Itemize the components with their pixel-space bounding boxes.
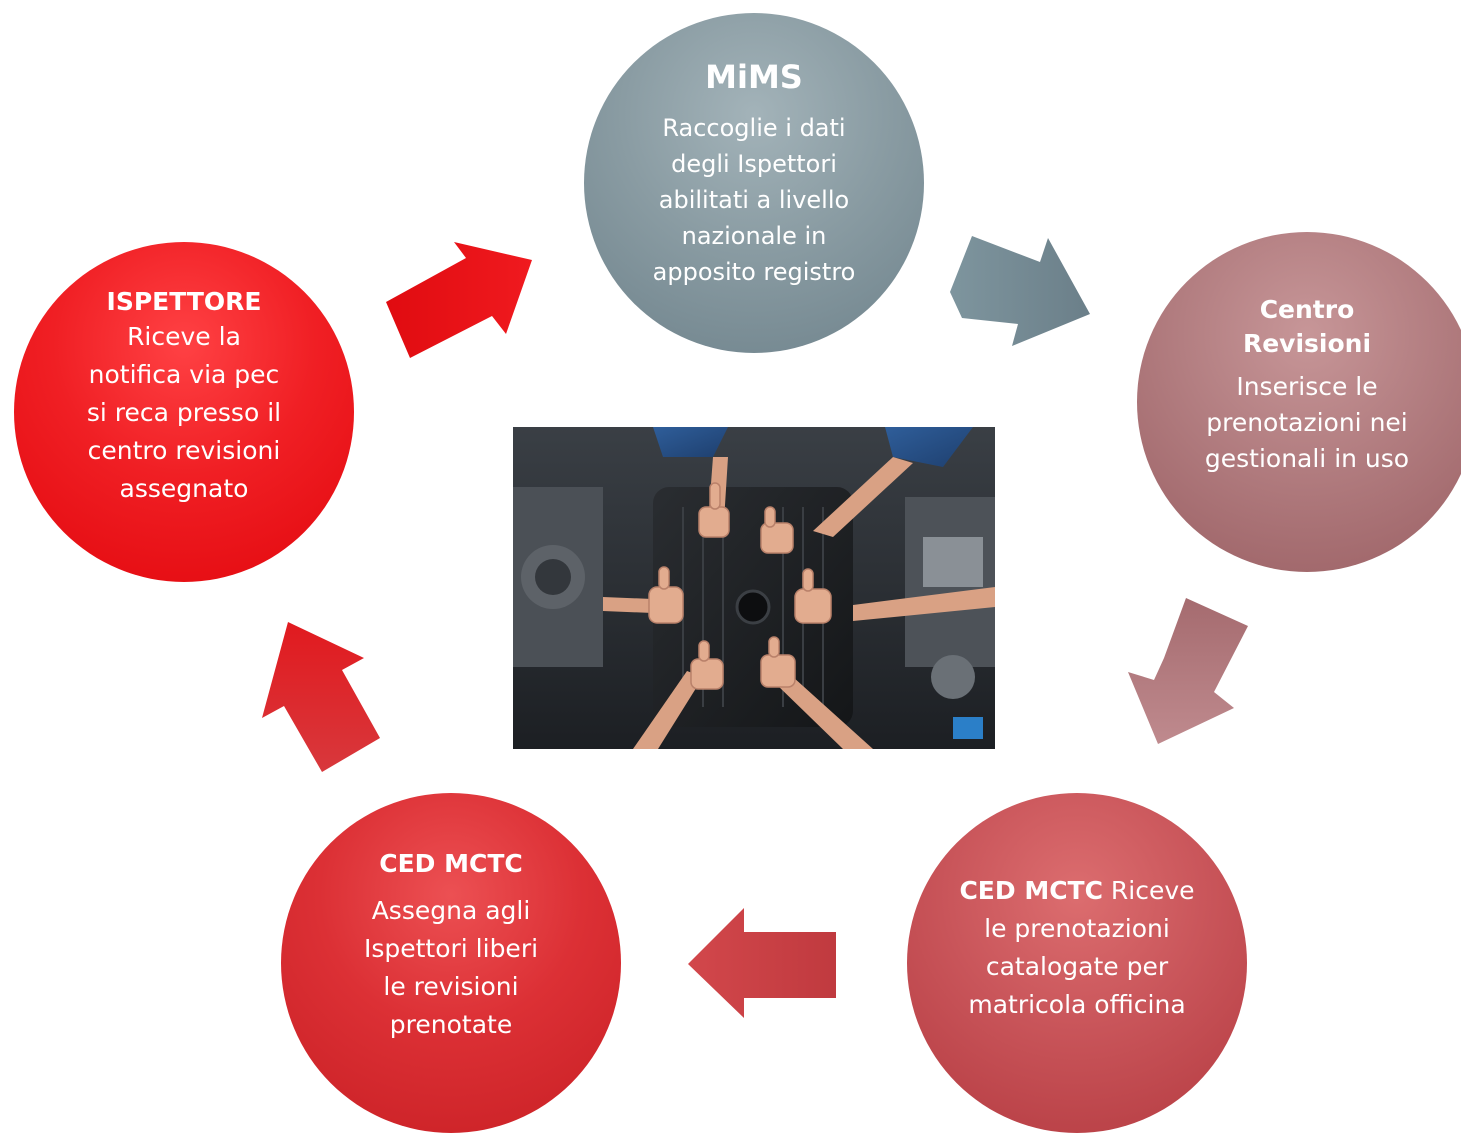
node-ced-right-body: Riceve le prenotazioni catalogate per ma…: [968, 876, 1195, 1019]
arrow-centro-to-ced-right: [1128, 598, 1248, 744]
node-mims-title: MiMS: [705, 58, 803, 96]
node-ced-mctc-left: CED MCTC Assegna agli Ispettori liberi l…: [281, 793, 621, 1133]
node-ispettore-title: ISPETTORE: [106, 286, 262, 316]
node-ispettore: ISPETTORE Riceve la notifica via pec si …: [14, 242, 354, 582]
node-ced-left-body: Assegna agli Ispettori liberi le revisio…: [363, 895, 539, 1039]
node-ced-mctc-right: CED MCTC Riceve le prenotazioni cataloga…: [907, 793, 1247, 1133]
node-ispettore-body: Riceve la notifica via pec si reca press…: [86, 321, 282, 503]
node-centro-body: Inserisce le prenotazioni nei gestionali…: [1204, 372, 1410, 473]
engine-photo: [513, 427, 995, 749]
node-ced-left-title: CED MCTC: [379, 848, 523, 878]
node-ced-right-title: CED MCTC: [959, 876, 1103, 905]
arrow-ced-left-to-ispettore: [262, 622, 380, 772]
node-centro-title: Centro Revisioni: [1242, 295, 1372, 358]
arrow-mims-to-centro: [950, 236, 1090, 346]
node-mims: MiMS Raccoglie i dati degli Ispettori ab…: [584, 13, 924, 353]
node-mims-body: Raccoglie i dati degli Ispettori abilita…: [652, 114, 856, 286]
node-centro-revisioni: Centro Revisioni Inserisce le prenotazio…: [1137, 232, 1461, 572]
arrow-ced-right-to-ced-left: [688, 908, 836, 1018]
node-ced-right-text: CED MCTC Riceve le prenotazioni cataloga…: [959, 872, 1194, 1024]
arrow-ispettore-to-mims: [386, 242, 532, 358]
